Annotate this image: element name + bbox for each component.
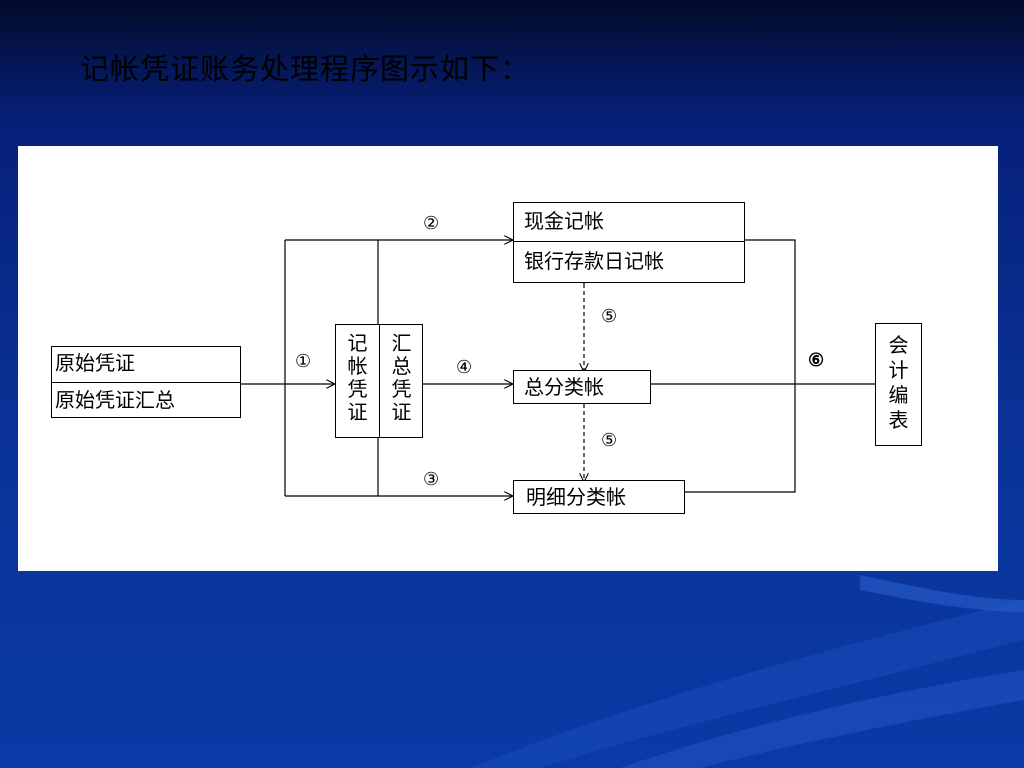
- voucher-box: 记 帐 凭 证 汇 总 凭 证: [335, 324, 423, 438]
- subsidiary-ledger-box: 明细分类帐: [513, 480, 685, 514]
- accounting-reports-box: 会 计 编 表: [875, 323, 922, 446]
- source-documents-box: 原始凭证 原始凭证汇总: [51, 346, 241, 418]
- step-label-1: ①: [295, 351, 312, 372]
- general-ledger-box: 总分类帐: [513, 370, 651, 404]
- source-box-divider: [52, 382, 240, 383]
- step-label-3: ③: [423, 469, 440, 490]
- step-label-6: ⑥: [808, 350, 825, 371]
- connector-right-collector: [685, 239, 796, 493]
- cash-journal-label: 现金记帐: [524, 209, 604, 233]
- accounting-reports-label: 会 计 编 表: [888, 333, 909, 432]
- step-label-2: ②: [423, 213, 440, 234]
- slide-title: 记帐凭证账务处理程序图示如下：: [80, 52, 531, 86]
- diagram-panel: 原始凭证 原始凭证汇总 记 帐 凭 证 汇 总 凭 证 现金记帐 银行存款日记帐…: [18, 146, 998, 571]
- bookkeeping-voucher-label: 记 帐 凭 证: [347, 331, 368, 424]
- bank-journal-label: 银行存款日记帐: [524, 249, 664, 273]
- source-summary-label: 原始凭证汇总: [55, 388, 175, 412]
- general-ledger-label: 总分类帐: [524, 375, 604, 399]
- voucher-box-divider: [379, 325, 380, 437]
- step-label-5-upper: ⑤: [601, 306, 618, 327]
- cash-bank-journal-box: 现金记帐 银行存款日记帐: [513, 202, 745, 283]
- source-documents-label: 原始凭证: [55, 351, 135, 375]
- subsidiary-ledger-label: 明细分类帐: [526, 485, 626, 509]
- summary-voucher-label: 汇 总 凭 证: [391, 331, 412, 424]
- step-label-5-lower: ⑤: [601, 430, 618, 451]
- cash-box-divider: [514, 241, 744, 242]
- step-label-4: ④: [456, 357, 473, 378]
